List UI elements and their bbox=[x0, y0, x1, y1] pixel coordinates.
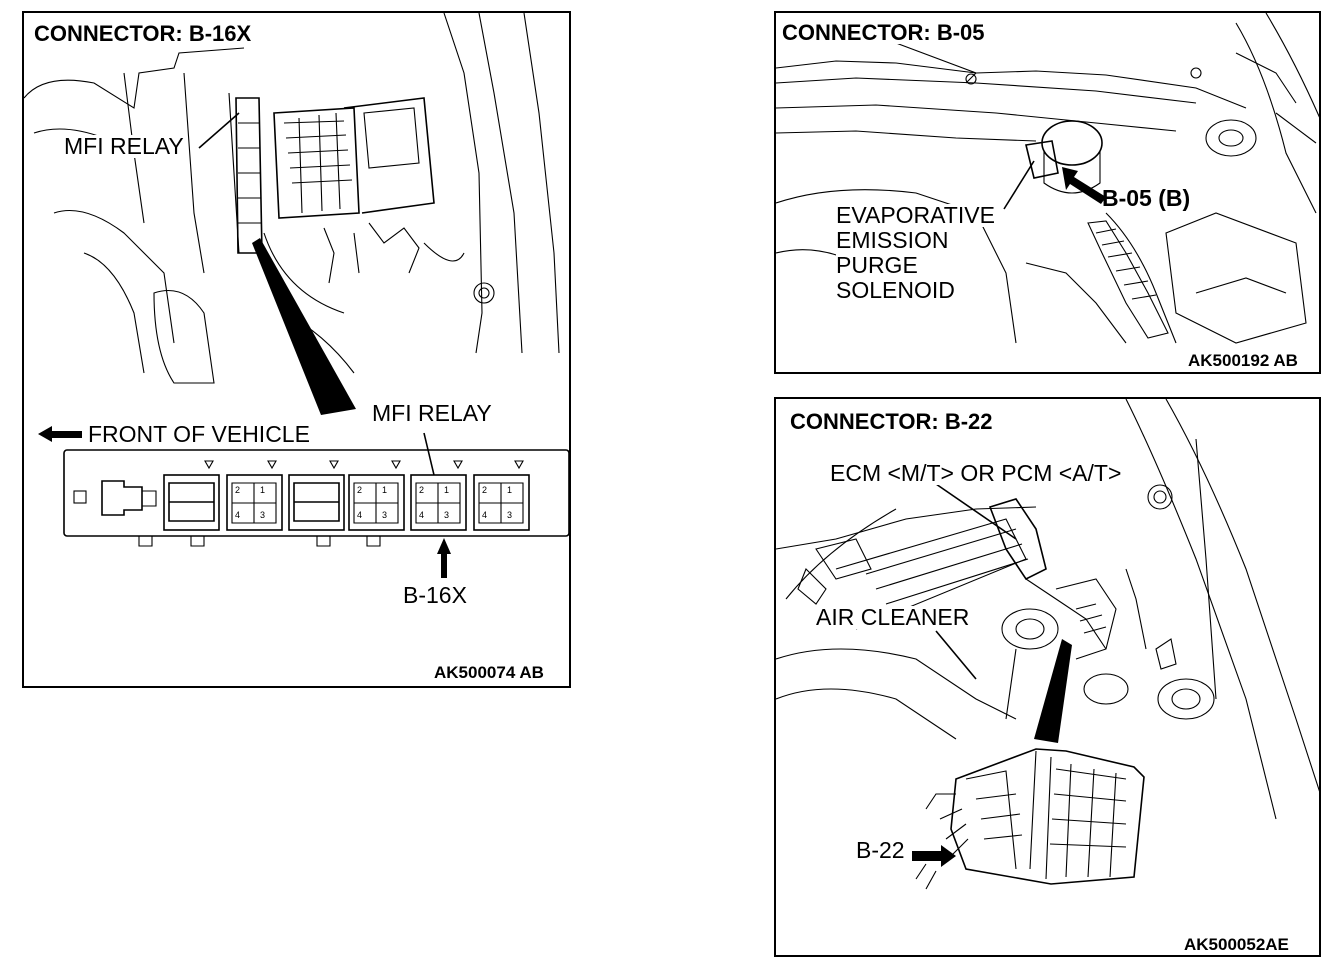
pin-label: 1 bbox=[382, 485, 388, 495]
panel-connector-b16x: CONNECTOR: B-16X MFI RELAY MFI RELAY FRO… bbox=[22, 11, 571, 688]
air-cleaner-label: AIR CLEANER bbox=[816, 604, 970, 630]
relay-slots bbox=[138, 460, 530, 547]
b05-component-line-4: SOLENOID bbox=[836, 277, 955, 303]
panel-connector-b05: CONNECTOR: B-05 B-05 (B) EVAPORATIVE EMI… bbox=[774, 11, 1321, 374]
b05-figure-code: AK500192 AB bbox=[1188, 351, 1298, 371]
pin-label: 2 bbox=[419, 485, 425, 495]
pin-label: 2 bbox=[235, 485, 241, 495]
pin-label: 1 bbox=[507, 485, 513, 495]
pin-label: 4 bbox=[357, 510, 363, 520]
pin-label: 3 bbox=[444, 510, 450, 520]
b05-title: CONNECTOR: B-05 bbox=[778, 22, 989, 44]
b22-connector-label: B-22 bbox=[856, 837, 905, 863]
pin-label: 3 bbox=[260, 510, 266, 520]
ecm-module bbox=[915, 748, 1145, 890]
panel-connector-b22: CONNECTOR: B-22 ECM <M/T> OR PCM <A/T> A… bbox=[774, 397, 1321, 957]
b22-title: CONNECTOR: B-22 bbox=[786, 411, 997, 433]
b05-component-line-3: PURGE bbox=[836, 252, 918, 278]
b22-figure-code: AK500052AE bbox=[1184, 935, 1289, 954]
b16x-illustration bbox=[24, 13, 569, 578]
pin-label: 2 bbox=[357, 485, 363, 495]
pin-label: 4 bbox=[482, 510, 488, 520]
b16x-figure-code: AK500074 AB bbox=[434, 663, 544, 682]
pin-label: 1 bbox=[444, 485, 450, 495]
pin-label: 1 bbox=[260, 485, 266, 495]
b05-component-line-2: EMISSION bbox=[836, 227, 949, 253]
pin-label: 4 bbox=[419, 510, 425, 520]
b16x-title: CONNECTOR: B-16X bbox=[30, 23, 256, 45]
b16x-mfi-relay-label-2: MFI RELAY bbox=[372, 400, 492, 426]
front-of-vehicle-label: FRONT OF VEHICLE bbox=[88, 421, 310, 447]
pin-label: 2 bbox=[482, 485, 488, 495]
b05-illustration bbox=[776, 13, 1319, 344]
pin-label: 3 bbox=[507, 510, 513, 520]
b05-component-line-1: EVAPORATIVE bbox=[836, 202, 995, 228]
ecm-pcm-label: ECM <M/T> OR PCM <A/T> bbox=[830, 460, 1122, 486]
pin-label: 3 bbox=[382, 510, 388, 520]
pin-label: 4 bbox=[235, 510, 241, 520]
b16x-mfi-relay-label: MFI RELAY bbox=[64, 133, 184, 159]
b16x-connector-label: B-16X bbox=[403, 582, 467, 608]
b22-illustration bbox=[776, 399, 1319, 890]
b05-connector-label: B-05 (B) bbox=[1102, 185, 1191, 211]
